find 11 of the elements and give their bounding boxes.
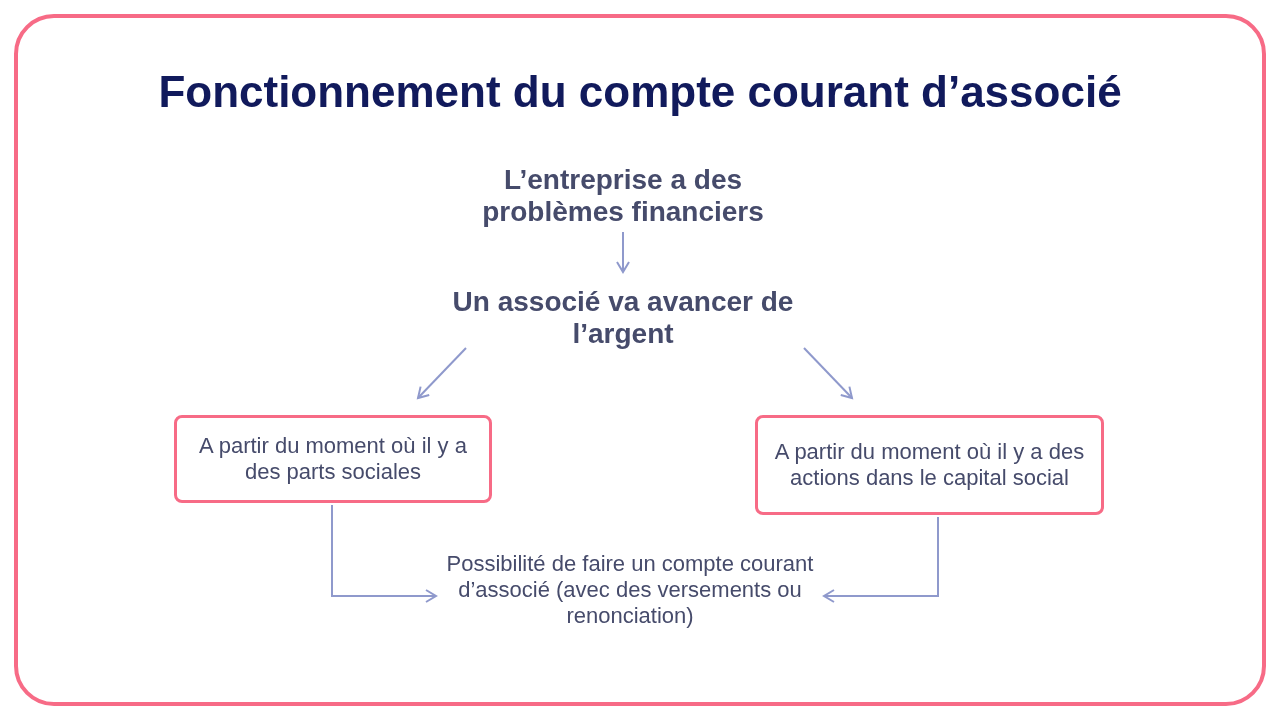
arrow bbox=[823, 516, 939, 603]
step-text: Possibilité de faire un compte courant d’associé (avec des versements ou renonciation) bbox=[440, 548, 820, 632]
arrow bbox=[417, 347, 467, 399]
arrow bbox=[331, 504, 437, 603]
condition-box: A partir du moment où il y a des actions dans le capital social bbox=[755, 415, 1104, 515]
condition-box: A partir du moment où il y a des parts sociales bbox=[174, 415, 492, 503]
title: Fonctionnement du compte courant d’associé bbox=[157, 66, 1123, 118]
arrow bbox=[616, 231, 630, 273]
step-text: Un associé va avancer de l’argent bbox=[438, 284, 808, 352]
arrow bbox=[803, 347, 853, 399]
step-text: L’entreprise a des problèmes financiers bbox=[448, 162, 798, 230]
